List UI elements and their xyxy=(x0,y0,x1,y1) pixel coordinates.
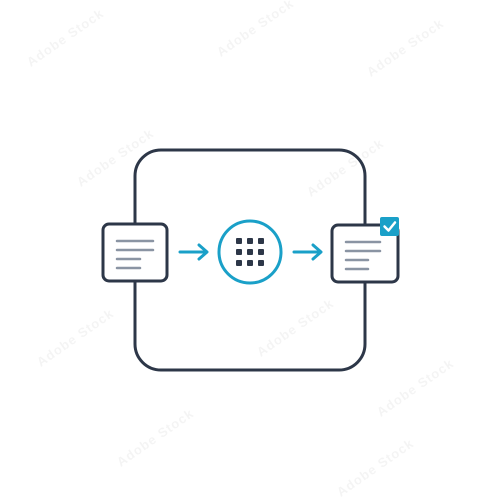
grid-dots-icon xyxy=(217,219,283,285)
arrow-right-icon xyxy=(292,243,323,261)
document-checked-icon xyxy=(330,223,400,284)
arrow-right-icon xyxy=(178,243,209,261)
checkmark-icon xyxy=(380,217,399,236)
document-lines-icon xyxy=(101,222,169,283)
